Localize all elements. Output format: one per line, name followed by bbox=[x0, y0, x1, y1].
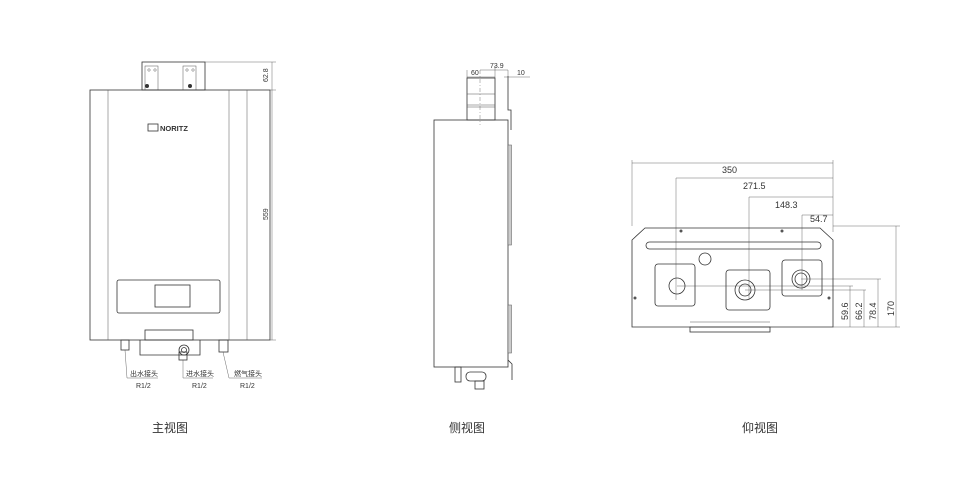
dim-h3: 78.4 bbox=[868, 302, 878, 320]
dim-bracket-depth: 10 bbox=[517, 70, 525, 77]
inlet-label: 进水接头 bbox=[186, 369, 214, 378]
brand-logo: NORITZ bbox=[147, 123, 188, 133]
gas-label: 燃气接头 bbox=[234, 369, 262, 378]
inlet-size: R1/2 bbox=[192, 383, 207, 390]
outlet-size: R1/2 bbox=[136, 383, 151, 390]
bottom-outline bbox=[631, 227, 834, 328]
dim-h1: 59.6 bbox=[840, 302, 850, 320]
side-view: 60 73.9 10 侧视图 bbox=[433, 63, 530, 435]
dim-inlet-offset: 148.3 bbox=[775, 200, 798, 210]
dim-bracket-height: 62.8 bbox=[263, 68, 270, 82]
gas-connector bbox=[218, 339, 229, 353]
display-screen bbox=[154, 284, 191, 308]
dim-body-height: 559 bbox=[263, 208, 270, 220]
dim-flue-offset: 73.9 bbox=[490, 63, 504, 70]
bottom-view: 350 271.5 148.3 54.7 59.6 66.2 78.4 170 … bbox=[631, 160, 900, 435]
dim-flue-width: 60 bbox=[471, 70, 479, 77]
control-panel bbox=[116, 279, 221, 314]
front-view: NORITZ 62.8 559 出水接头 R1/2 进水接头 R1/2 燃气接头… bbox=[89, 61, 276, 435]
side-view-caption: 侧视图 bbox=[449, 420, 485, 435]
dim-width: 350 bbox=[722, 165, 737, 175]
bottom-view-caption: 仰视图 bbox=[742, 420, 778, 435]
dim-outlet-offset: 271.5 bbox=[743, 181, 766, 191]
front-view-caption: 主视图 bbox=[152, 420, 188, 435]
dim-h2: 66.2 bbox=[854, 302, 864, 320]
water-outlet-connector bbox=[120, 339, 130, 351]
gas-size: R1/2 bbox=[240, 383, 255, 390]
dim-depth: 170 bbox=[886, 301, 896, 316]
dim-gas-offset: 54.7 bbox=[810, 214, 828, 224]
svg-text:NORITZ: NORITZ bbox=[160, 124, 188, 133]
flue-pipe bbox=[466, 77, 496, 121]
side-body bbox=[433, 119, 509, 368]
outlet-label: 出水接头 bbox=[130, 369, 158, 378]
